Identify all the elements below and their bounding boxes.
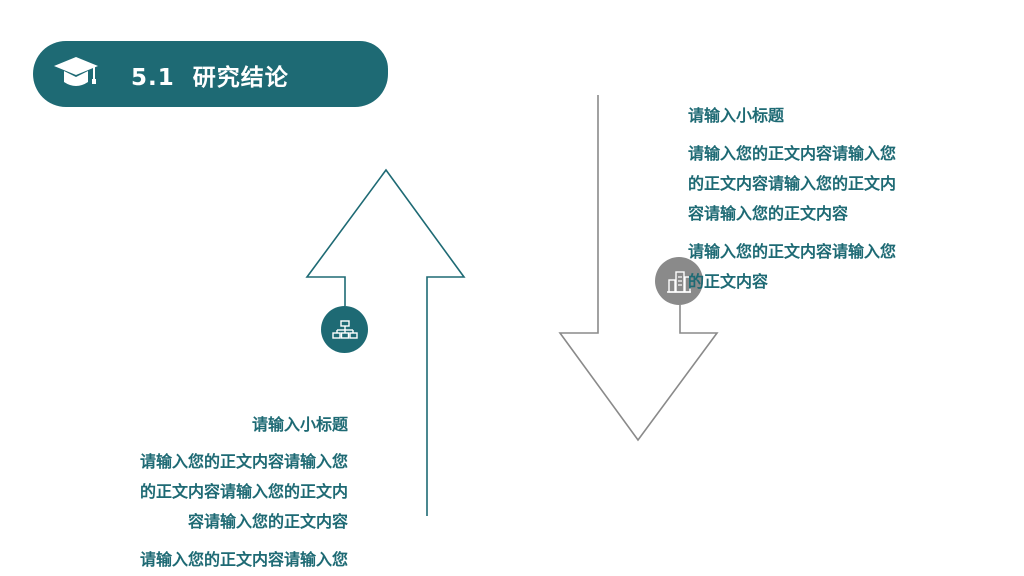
graduation-cap-icon	[54, 57, 98, 86]
hierarchy-icon-badge	[321, 306, 368, 353]
right-body2-line-2: 的正文内容	[688, 272, 769, 291]
left-body-line-1: 请输入您的正文内容请输入您	[139, 452, 348, 471]
right-body-line-3: 容请输入您的正文内容	[688, 204, 849, 223]
left-subtitle: 请输入小标题	[251, 415, 348, 434]
section-title: 研究结论	[192, 65, 289, 91]
page-title: 5.1 研究结论	[131, 58, 289, 92]
title-banner	[33, 41, 388, 107]
buildings-icon	[667, 271, 691, 293]
buildings-icon-badge	[655, 257, 703, 305]
left-body-line-2: 的正文内容请输入您的正文内	[139, 482, 348, 501]
hierarchy-icon	[331, 319, 358, 339]
down-arrow	[558, 95, 719, 442]
left-body-line-3: 容请输入您的正文内容	[187, 512, 348, 531]
up-arrow	[305, 168, 466, 516]
left-body2-line-1: 请输入您的正文内容请输入您	[139, 550, 348, 569]
right-body-line-1: 请输入您的正文内容请输入您	[688, 144, 897, 163]
right-body2-line-1: 请输入您的正文内容请输入您	[688, 242, 897, 261]
right-subtitle: 请输入小标题	[688, 106, 785, 125]
right-body-line-2: 的正文内容请输入您的正文内	[688, 174, 897, 193]
section-number: 5.1	[131, 65, 175, 91]
